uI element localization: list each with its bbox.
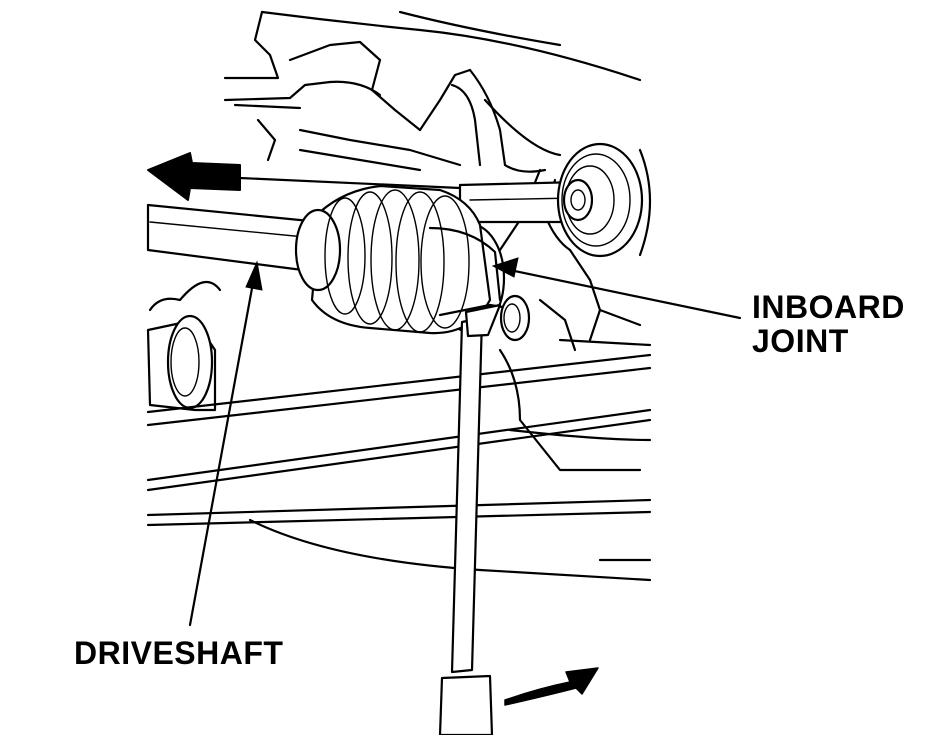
inboard-joint-label-line2: JOINT (752, 323, 849, 359)
inboard-joint-boot (294, 184, 531, 342)
inboard-joint-label-line1: INBOARD (752, 289, 905, 325)
driveshaft-label: DRIVESHAFT (74, 635, 284, 671)
driveshaft-bar (146, 203, 322, 274)
left-lower-fixture (146, 280, 222, 412)
pry-bar (438, 303, 502, 735)
outboard-shaft-assembly (458, 142, 652, 258)
leader-lines (188, 257, 742, 627)
arrow-left-icon (147, 152, 462, 201)
vehicle-frame-background (223, 10, 642, 352)
inboard-joint-label: INBOARD JOINT (752, 290, 905, 358)
curved-arrow-icon (504, 667, 599, 706)
crossmember-rails (146, 338, 652, 582)
